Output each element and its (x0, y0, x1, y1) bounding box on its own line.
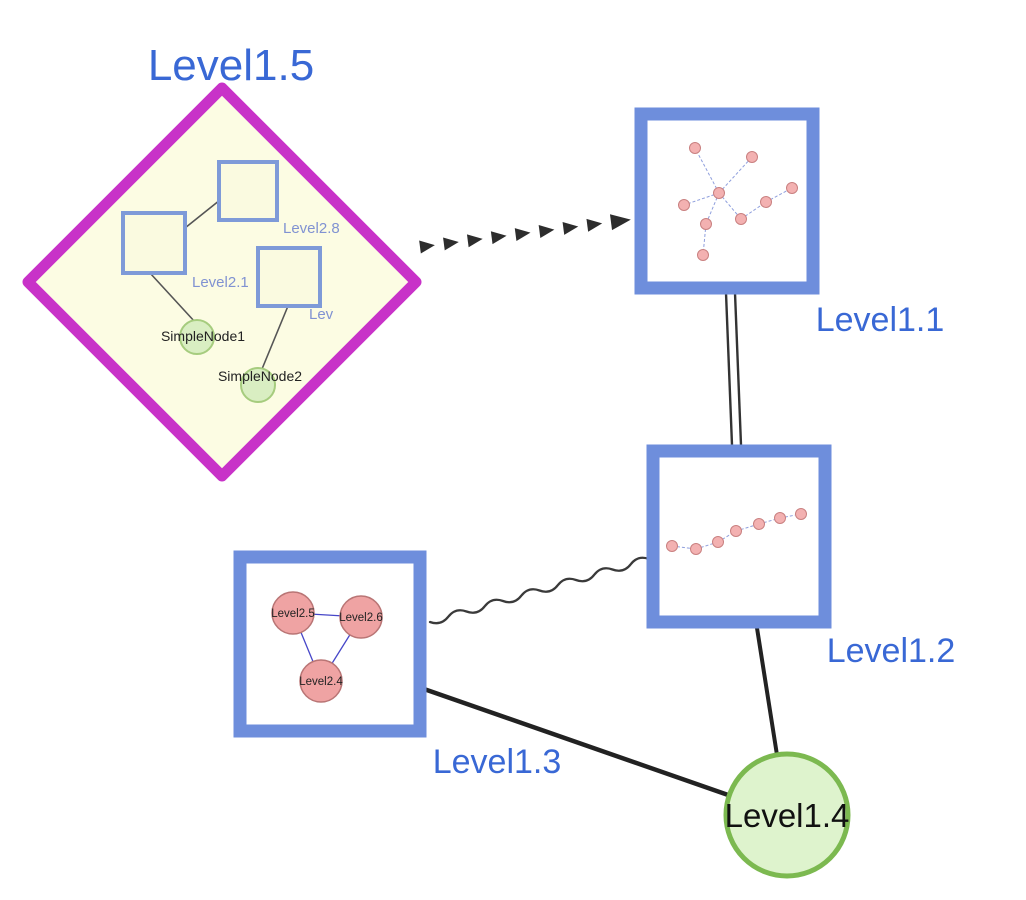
arrowhead-icon (609, 214, 631, 231)
mini-node[interactable] (713, 187, 725, 199)
group-level1-1 (634, 107, 820, 295)
node-simplenode2[interactable] (240, 367, 276, 403)
node-level2-1[interactable] (121, 211, 187, 275)
group-level1-1-shape[interactable] (634, 107, 820, 295)
node-level2-4-label: Level2.4 (299, 676, 343, 688)
node-level1-4: Level1.4 (723, 751, 851, 879)
arrow-dash-icon (419, 240, 435, 254)
edge-level21-level28[interactable] (184, 199, 221, 229)
group-level1-3-label: Level1.3 (433, 743, 562, 781)
group-level1-2-shape[interactable] (646, 444, 832, 629)
node-level2-1-label: Level2.1 (192, 274, 249, 291)
group-level1-2-minigraph (666, 508, 807, 555)
node-level2-5[interactable] (271, 591, 315, 635)
node-level2-4[interactable] (299, 659, 343, 703)
arrow-dash-icon (586, 218, 603, 232)
edge-level12-level14[interactable] (755, 626, 779, 757)
arrow-dash-icon (538, 225, 555, 238)
mini-edge (718, 156, 753, 194)
mini-node[interactable] (774, 512, 786, 524)
mini-edge (695, 541, 719, 550)
group-level1-5-label: Level1.5 (148, 41, 314, 90)
mini-node[interactable] (760, 196, 772, 208)
node-lev-label: Lev (309, 306, 334, 323)
double-edge-line-1 (724, 292, 734, 446)
group-level1-1-minigraph (678, 142, 798, 261)
mini-node[interactable] (700, 218, 712, 230)
group-level1-3: Level2.5 Level2.6 Level2.4 (233, 550, 427, 738)
mini-node[interactable] (678, 199, 690, 211)
mini-edge (758, 517, 781, 525)
edge-level13-level12-wavy[interactable] (428, 556, 651, 625)
group-level1-2-label: Level1.2 (827, 632, 956, 670)
arrow-dash-icon (490, 231, 507, 245)
edge-level15-level11-dashed-arrow[interactable] (419, 212, 632, 254)
edge-level11-level12-double[interactable] (724, 292, 743, 446)
node-simplenode2-label: SimpleNode2 (218, 368, 302, 384)
mini-node[interactable] (689, 142, 701, 154)
mini-edge (694, 147, 720, 194)
node-level1-4-shape[interactable] (723, 751, 851, 879)
mini-node[interactable] (697, 249, 709, 261)
mini-node[interactable] (690, 543, 702, 555)
mini-node[interactable] (712, 536, 724, 548)
node-level2-8-label: Level2.8 (283, 220, 340, 237)
mini-node[interactable] (795, 508, 807, 520)
double-edge-line-2 (733, 292, 743, 446)
mini-node[interactable] (735, 213, 747, 225)
mini-edge (683, 192, 720, 206)
edge-lev-simplenode2[interactable] (261, 305, 289, 370)
mini-node[interactable] (730, 525, 742, 537)
node-level2-6[interactable] (339, 595, 383, 639)
group-level1-3-shape[interactable] (233, 550, 427, 738)
edge-level13-level14[interactable] (421, 686, 734, 799)
node-simplenode1[interactable] (179, 319, 215, 355)
mini-node[interactable] (753, 518, 765, 530)
node-level2-6-label: Level2.6 (339, 612, 382, 624)
node-level2-5-label: Level2.5 (271, 608, 314, 620)
node-lev[interactable] (256, 246, 322, 308)
node-simplenode1-label: SimpleNode1 (161, 328, 245, 344)
arrow-dash-icon (443, 237, 459, 251)
node-level1-4-label: Level1.4 (725, 797, 850, 834)
node-level2-8[interactable] (217, 160, 279, 222)
mini-node[interactable] (786, 182, 798, 194)
group-level1-1-label: Level1.1 (816, 301, 945, 339)
group-level1-5: Level2.8 Level2.1 Lev SimpleNode1 Simple… (22, 82, 422, 482)
group-level1-5-shape[interactable] (22, 82, 422, 482)
mini-node[interactable] (746, 151, 758, 163)
mini-node[interactable] (666, 540, 678, 552)
edge-level21-simplenode1[interactable] (149, 272, 196, 323)
arrow-dash-icon (562, 221, 579, 235)
arrow-dash-icon (514, 228, 531, 242)
arrow-dash-icon (466, 234, 483, 248)
group-level1-2 (646, 444, 832, 629)
